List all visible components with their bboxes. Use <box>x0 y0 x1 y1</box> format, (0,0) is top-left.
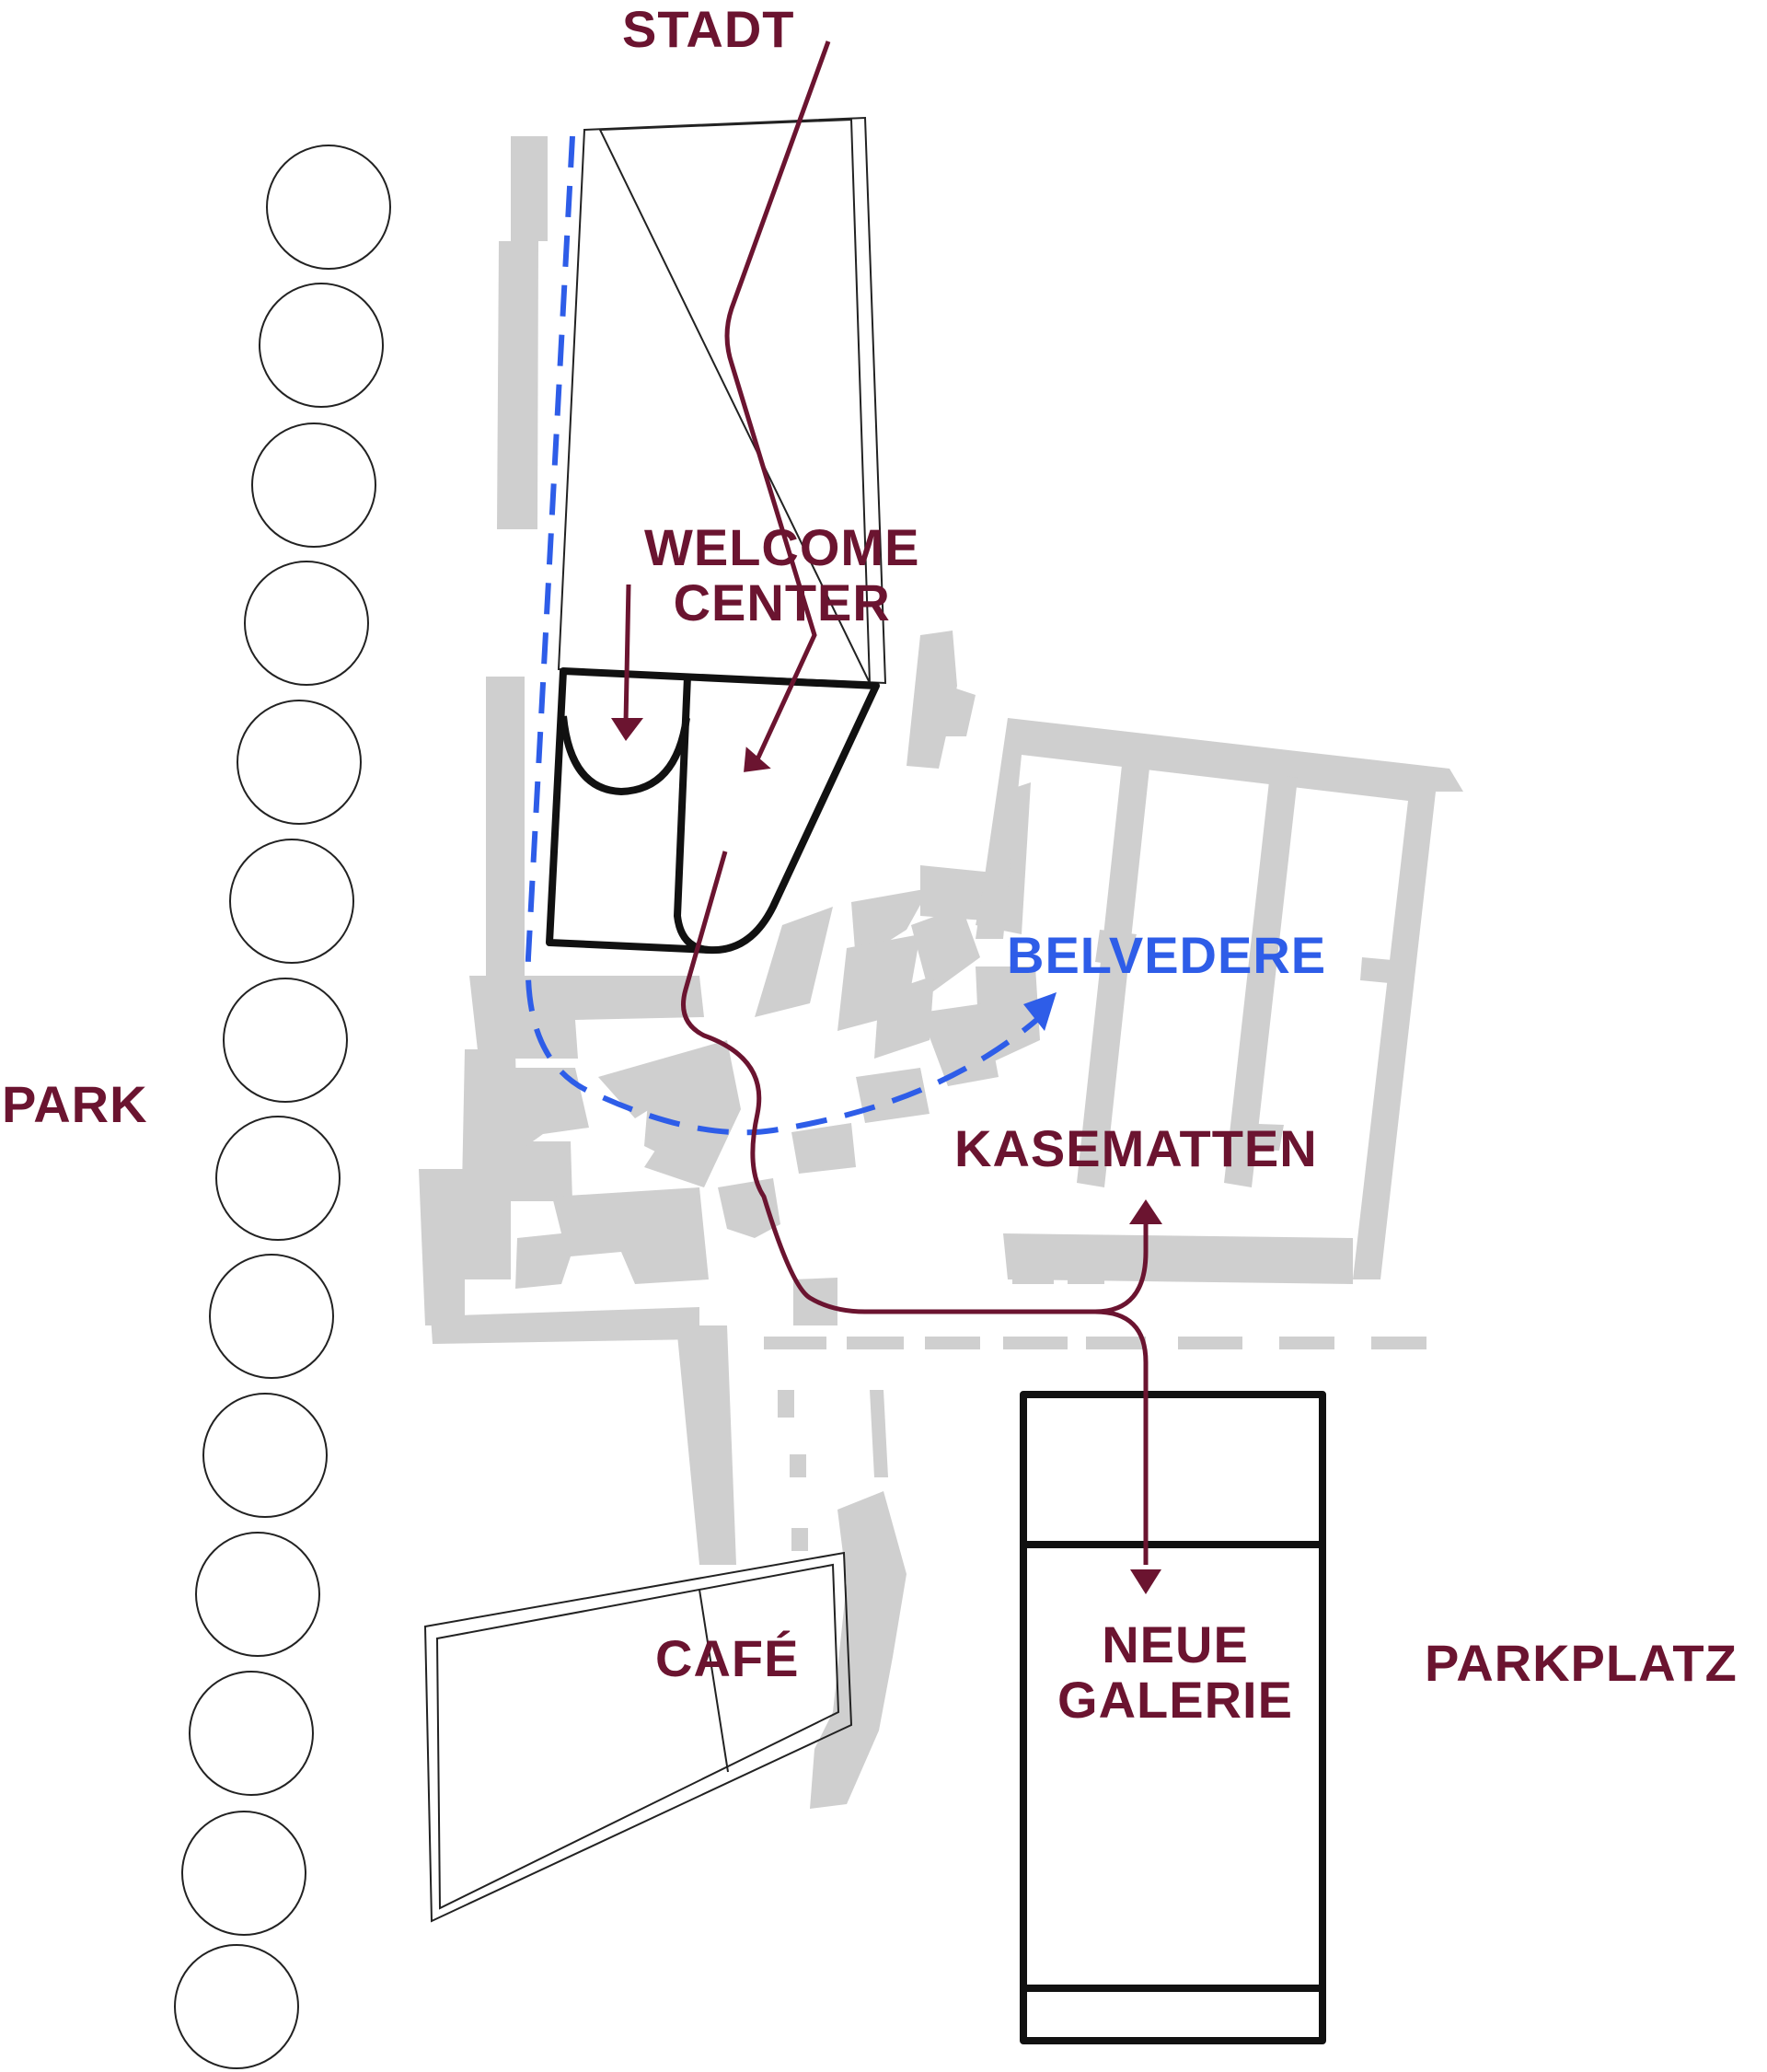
tree <box>237 700 362 825</box>
label-neue-galerie: NEUE GALERIE <box>1042 1615 1309 1730</box>
welcome-arrowhead-right <box>744 747 771 772</box>
tree <box>189 1671 314 1796</box>
route-arrowheads <box>611 718 1162 1594</box>
tree <box>181 1811 306 1936</box>
tree <box>251 423 376 548</box>
new-buildings <box>546 667 1326 2044</box>
label-welcome-center: WELCOME CENTER <box>644 518 920 632</box>
tree <box>266 145 391 270</box>
label-belvedere: BELVEDERE <box>1007 926 1327 984</box>
label-welcome-line-2: CENTER <box>673 573 891 632</box>
label-parkplatz: PARKPLATZ <box>1425 1634 1738 1692</box>
label-cafe: CAFÉ <box>655 1629 800 1687</box>
label-galerie-line-1: NEUE <box>1102 1615 1249 1673</box>
tree <box>215 1116 341 1241</box>
tree <box>209 1254 334 1379</box>
label-galerie-line-2: GALERIE <box>1057 1671 1293 1730</box>
visitor-routes <box>623 41 1149 1565</box>
welcome-arrowhead-left <box>611 718 643 741</box>
tree <box>202 1393 328 1518</box>
tree <box>244 561 369 686</box>
belvedere-route <box>525 135 1057 1136</box>
tree <box>223 978 348 1103</box>
existing-buildings <box>419 136 1463 1809</box>
label-kasematten: KASEMATTEN <box>954 1119 1318 1177</box>
tree <box>259 283 384 408</box>
tree <box>195 1532 320 1657</box>
tree <box>174 1944 299 2069</box>
kasematten-arrowhead <box>1129 1199 1162 1224</box>
label-stadt: STADT <box>622 0 795 58</box>
label-welcome-line-1: WELCOME <box>644 518 920 576</box>
tree <box>229 839 354 964</box>
belvedere-arrowhead <box>1023 992 1057 1031</box>
tree-row <box>174 145 391 2069</box>
galerie-arrowhead <box>1130 1569 1161 1594</box>
label-park: PARK <box>2 1075 148 1133</box>
thin-outline-buildings <box>423 116 887 1923</box>
